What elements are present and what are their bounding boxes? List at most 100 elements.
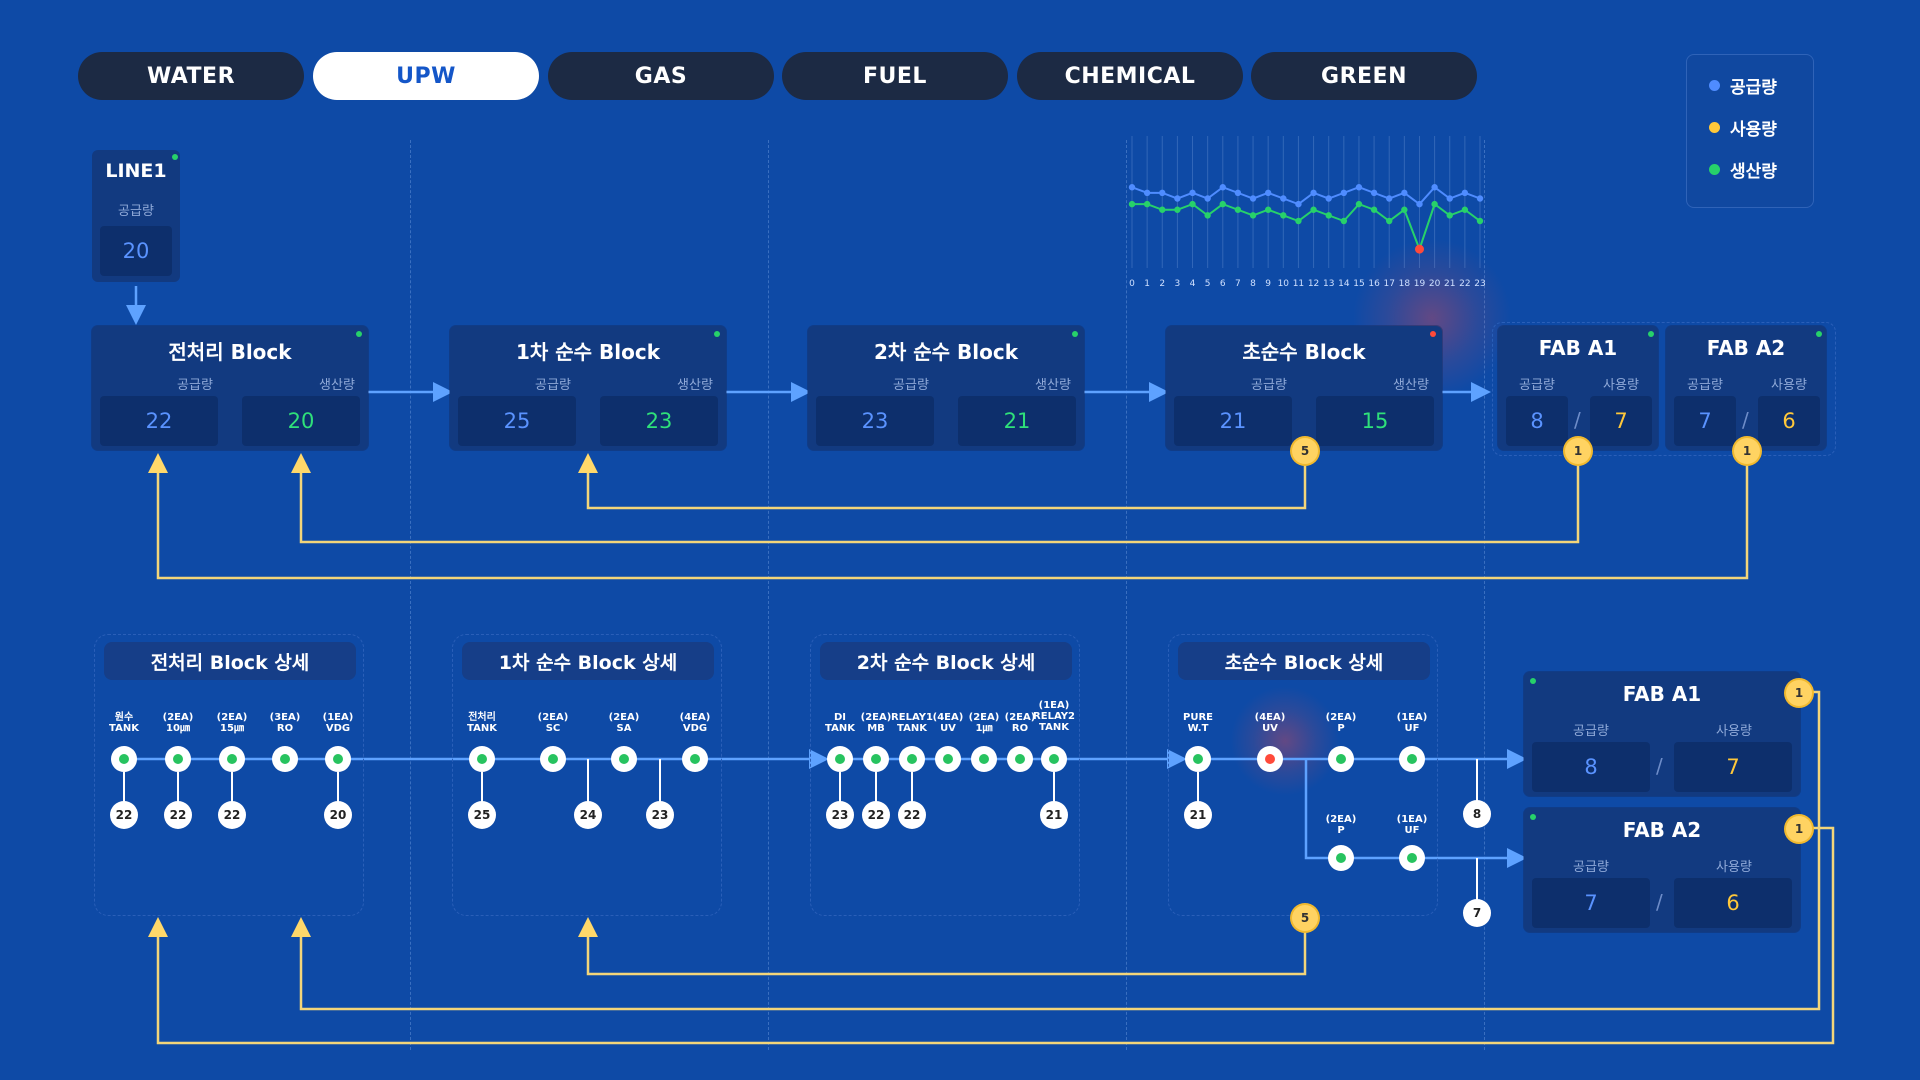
data-point[interactable] [1355, 184, 1363, 191]
data-point[interactable] [1204, 195, 1211, 202]
process-node[interactable] [935, 746, 961, 772]
data-point[interactable] [1461, 189, 1469, 197]
block-ultrapure[interactable]: 초순수 Block 공급량 생산량 21 15 [1166, 326, 1442, 450]
data-point[interactable] [1143, 200, 1151, 208]
process-node[interactable] [971, 746, 997, 772]
process-node[interactable] [469, 746, 495, 772]
process-node[interactable] [325, 746, 351, 772]
data-point[interactable] [1174, 206, 1181, 213]
data-point[interactable] [1476, 195, 1484, 202]
node-label: (2EA) 1㎛ [968, 712, 1000, 734]
process-node[interactable] [899, 746, 925, 772]
data-point[interactable] [1340, 217, 1348, 225]
data-point[interactable] [1128, 184, 1136, 191]
process-node[interactable] [1399, 845, 1425, 871]
block-primary-pure[interactable]: 1차 순수 Block 공급량 생산량 25 23 [450, 326, 726, 450]
fab-a1-detail-card[interactable]: FAB A1 공급량 사용량 8 / 7 [1524, 672, 1800, 796]
count-badge[interactable]: 1 [1565, 438, 1591, 464]
fab-a1-card[interactable]: FAB A1 공급량 사용량 8 / 7 [1498, 326, 1658, 450]
data-point[interactable] [1431, 184, 1438, 191]
data-point[interactable] [1128, 200, 1136, 208]
process-node[interactable] [863, 746, 889, 772]
fab-a2-card[interactable]: FAB A2 공급량 사용량 7 / 6 [1666, 326, 1826, 450]
data-point[interactable] [1189, 200, 1196, 208]
process-node-alert[interactable] [1257, 746, 1283, 772]
data-point[interactable] [1143, 189, 1151, 197]
tab-upw[interactable]: UPW [313, 52, 539, 100]
tab-water[interactable]: WATER [78, 52, 304, 100]
process-node[interactable] [827, 746, 853, 772]
process-node[interactable] [611, 746, 637, 772]
data-point[interactable] [1386, 195, 1393, 202]
count-badge[interactable]: 5 [1292, 438, 1318, 464]
tab-chemical[interactable]: CHEMICAL [1017, 52, 1243, 100]
tab-green[interactable]: GREEN [1251, 52, 1477, 100]
tab-gas[interactable]: GAS [548, 52, 774, 100]
data-point[interactable] [1310, 206, 1317, 213]
data-point[interactable] [1234, 189, 1242, 197]
count-badge[interactable]: 1 [1786, 816, 1812, 842]
data-point[interactable] [1310, 189, 1317, 197]
process-node[interactable] [111, 746, 137, 772]
data-point[interactable] [1340, 189, 1348, 197]
data-point[interactable] [1325, 212, 1332, 219]
process-node[interactable] [1007, 746, 1033, 772]
data-point[interactable] [1280, 195, 1287, 202]
process-node[interactable] [1399, 746, 1425, 772]
data-point[interactable] [1295, 217, 1302, 225]
data-point[interactable] [1401, 206, 1408, 213]
fab-a2-detail-card[interactable]: FAB A2 공급량 사용량 7 / 6 [1524, 808, 1800, 932]
process-node[interactable] [1328, 845, 1354, 871]
data-point[interactable] [1431, 200, 1438, 208]
data-point[interactable] [1386, 217, 1393, 225]
process-node[interactable] [165, 746, 191, 772]
count-badge[interactable]: 1 [1786, 680, 1812, 706]
data-point[interactable] [1295, 200, 1302, 208]
node-value: 21 [1040, 801, 1068, 829]
count-badge[interactable]: 5 [1292, 905, 1318, 931]
usage-label: 사용량 [1603, 378, 1639, 393]
data-point[interactable] [1159, 206, 1166, 213]
data-point[interactable] [1174, 195, 1181, 202]
data-point[interactable] [1204, 212, 1211, 219]
data-point[interactable] [1370, 206, 1378, 213]
alert-point[interactable] [1414, 244, 1424, 254]
data-point[interactable] [1416, 200, 1423, 208]
process-node[interactable] [1328, 746, 1354, 772]
tab-fuel[interactable]: FUEL [782, 52, 1008, 100]
line1-card[interactable]: LINE1 공급량 20 [92, 150, 180, 282]
data-point[interactable] [1219, 200, 1226, 208]
process-node[interactable] [540, 746, 566, 772]
supply-value: 7 [1674, 396, 1736, 446]
data-point[interactable] [1280, 212, 1287, 219]
node-label: (4EA) UV [1254, 712, 1286, 734]
data-point[interactable] [1325, 195, 1332, 202]
process-node[interactable] [272, 746, 298, 772]
data-point[interactable] [1189, 189, 1196, 197]
data-point[interactable] [1219, 184, 1226, 191]
data-point[interactable] [1355, 200, 1363, 208]
data-point[interactable] [1446, 212, 1453, 219]
node-label: 전처리 TANK [467, 712, 497, 734]
data-point[interactable] [1401, 189, 1408, 197]
process-node[interactable] [1041, 746, 1067, 772]
data-point[interactable] [1370, 189, 1378, 197]
data-point[interactable] [1264, 189, 1272, 197]
data-point[interactable] [1159, 189, 1166, 197]
data-point[interactable] [1234, 206, 1242, 213]
data-point[interactable] [1476, 217, 1484, 225]
data-point[interactable] [1264, 206, 1272, 213]
process-node[interactable] [1185, 746, 1211, 772]
block-pretreatment[interactable]: 전처리 Block 공급량 생산량 22 20 [92, 326, 368, 450]
supply-label: 공급량 [1519, 378, 1555, 393]
data-point[interactable] [1249, 212, 1257, 219]
supply-label: 공급량 [177, 378, 213, 393]
data-point[interactable] [1249, 195, 1257, 202]
x-tick-label: 11 [1293, 279, 1304, 289]
count-badge[interactable]: 1 [1734, 438, 1760, 464]
data-point[interactable] [1461, 206, 1469, 213]
process-node[interactable] [682, 746, 708, 772]
data-point[interactable] [1446, 195, 1453, 202]
process-node[interactable] [219, 746, 245, 772]
block-secondary-pure[interactable]: 2차 순수 Block 공급량 생산량 23 21 [808, 326, 1084, 450]
